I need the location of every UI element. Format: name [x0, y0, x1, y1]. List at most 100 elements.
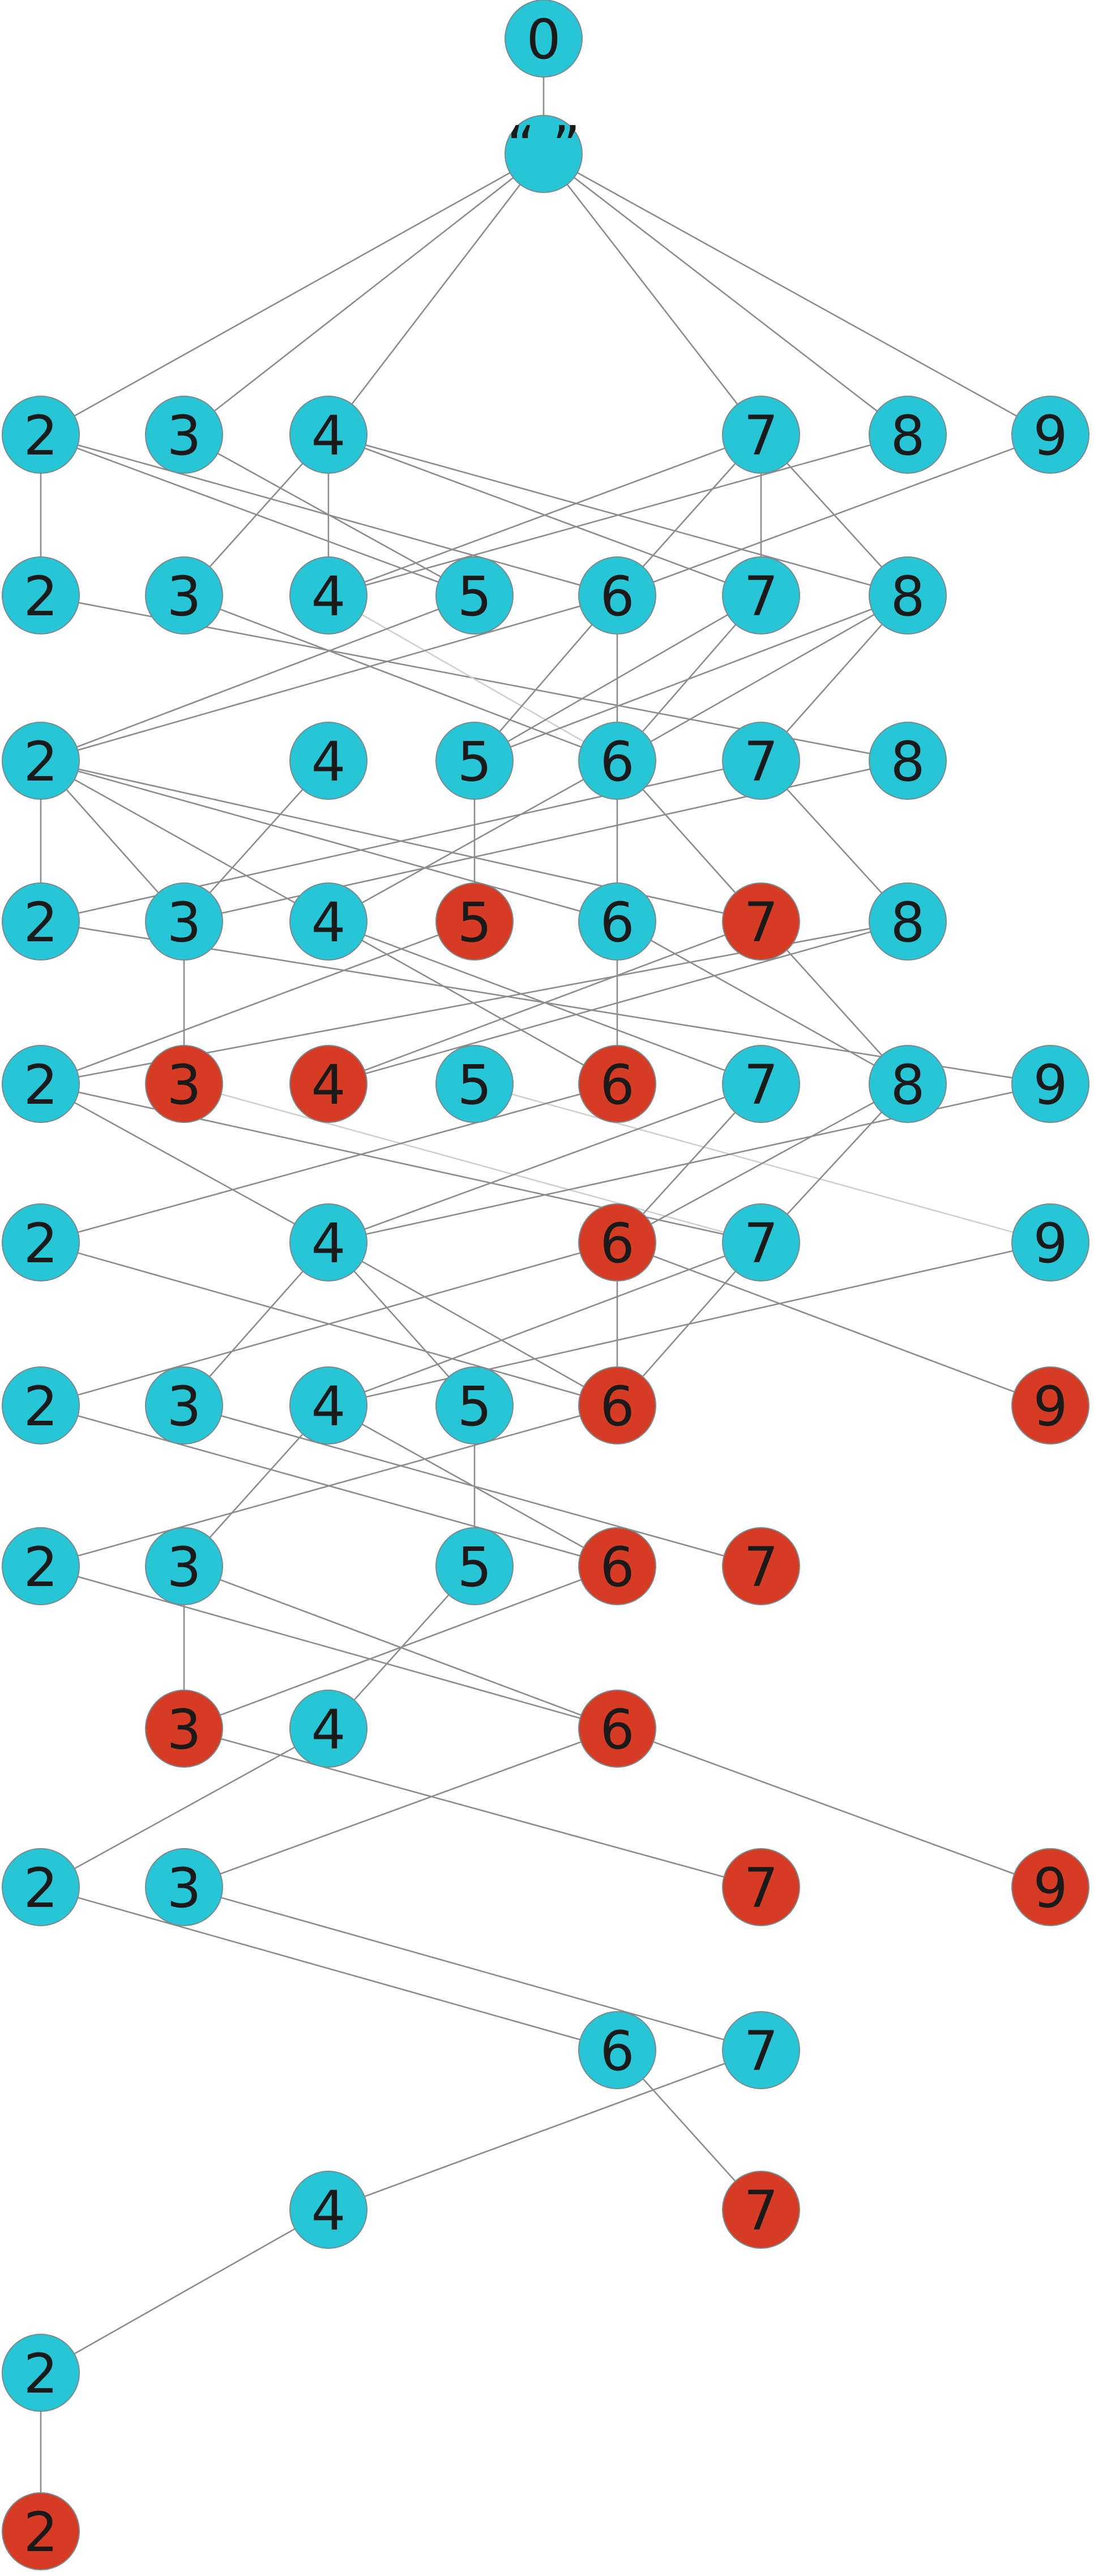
- node-a4: 4: [289, 396, 367, 474]
- node-circle: [722, 1203, 800, 1281]
- node-label: 3: [166, 404, 201, 468]
- node-circle: [145, 1527, 223, 1605]
- node-circle: [722, 2011, 800, 2089]
- node-label: 4: [311, 1212, 345, 1275]
- edge-q-a4: [327, 153, 545, 435]
- node-circle: [578, 882, 656, 961]
- node-label: 7: [743, 2179, 778, 2243]
- edge-c6-d4: [328, 760, 618, 923]
- node-circle: [289, 1045, 367, 1123]
- edge-a7-b4: [328, 434, 762, 597]
- node-e9: 9: [1011, 1045, 1089, 1123]
- node-circle: [578, 1366, 656, 1445]
- node-i3: 3: [145, 1690, 223, 1768]
- node-circle: [145, 1045, 223, 1123]
- node-circle: [869, 396, 947, 474]
- node-label: 4: [311, 891, 345, 954]
- node-circle: [869, 882, 947, 961]
- node-a9: 9: [1011, 396, 1089, 474]
- node-label: 9: [1033, 1212, 1067, 1275]
- node-c2: 2: [2, 722, 80, 800]
- node-label: 4: [311, 730, 345, 794]
- node-label: 9: [1033, 1375, 1067, 1438]
- edge-i6-j3: [183, 1728, 618, 1888]
- node-circle: [1011, 1203, 1089, 1281]
- node-h5: 5: [435, 1527, 514, 1605]
- node-circle: [435, 882, 514, 961]
- node-label: 6: [600, 1375, 634, 1438]
- node-circle: [435, 1527, 514, 1605]
- node-circle: [578, 2011, 656, 2089]
- node-label: 4: [311, 404, 345, 468]
- edge-b7-c5: [474, 594, 762, 762]
- node-root: 0: [505, 0, 583, 78]
- node-label: 6: [600, 1053, 634, 1117]
- node-circle: [289, 396, 367, 474]
- node-d3: 3: [145, 882, 223, 961]
- node-circle: [578, 1527, 656, 1605]
- edge-d5-e2: [40, 920, 475, 1085]
- node-label: 3: [166, 1375, 201, 1438]
- edge-j2-k6: [40, 1886, 618, 2051]
- node-circle: [578, 556, 656, 635]
- edge-b5-c2: [40, 594, 475, 762]
- node-label: 6: [600, 1212, 634, 1275]
- edge-q-a2: [40, 153, 544, 436]
- node-label: 7: [743, 404, 778, 468]
- node-d6: 6: [578, 882, 656, 961]
- node-circle: [2, 1203, 80, 1281]
- node-k6: 6: [578, 2011, 656, 2089]
- node-circle: [578, 1203, 656, 1281]
- node-d8: 8: [869, 882, 947, 961]
- node-circle: [722, 396, 800, 474]
- node-circle: [289, 556, 367, 635]
- node-label: 3: [166, 1857, 201, 1920]
- node-j7: 7: [722, 1848, 800, 1926]
- node-label: 4: [311, 1053, 345, 1117]
- node-d5: 5: [435, 882, 514, 961]
- node-label: 5: [457, 1053, 492, 1117]
- node-label: 8: [890, 891, 925, 954]
- node-label: 7: [743, 730, 778, 794]
- edge-d6-e8: [617, 920, 908, 1085]
- edge-b6-c2: [40, 594, 618, 762]
- node-label: 3: [166, 1698, 201, 1761]
- node-label: 0: [526, 8, 561, 71]
- edge-b8-c5: [474, 594, 908, 762]
- node-label: 4: [311, 565, 345, 628]
- node-a3: 3: [145, 396, 223, 474]
- node-g4: 4: [289, 1366, 367, 1445]
- node-circle: [722, 2171, 800, 2249]
- node-label: 5: [457, 1375, 492, 1438]
- node-h6: 6: [578, 1527, 656, 1605]
- edge-d7-e4: [328, 920, 762, 1085]
- node-circle: [289, 1690, 367, 1768]
- node-label: 3: [166, 1536, 201, 1599]
- edge-g4-h6: [328, 1404, 618, 1567]
- node-label: 2: [23, 2342, 58, 2406]
- node-b6: 6: [578, 556, 656, 635]
- node-label: 8: [890, 565, 925, 628]
- node-a2: 2: [2, 396, 80, 474]
- node-label: 6: [600, 565, 634, 628]
- node-j9: 9: [1011, 1848, 1089, 1926]
- node-circle: [722, 1045, 800, 1123]
- edge-e2-f4: [40, 1083, 329, 1244]
- node-label: 4: [311, 1375, 345, 1438]
- node-label: 8: [890, 404, 925, 468]
- node-g3: 3: [145, 1366, 223, 1445]
- node-g9: 9: [1011, 1366, 1089, 1445]
- node-a7: 7: [722, 396, 800, 474]
- node-l4: 4: [289, 2171, 367, 2249]
- node-circle: [869, 1045, 947, 1123]
- node-label: 7: [743, 1053, 778, 1117]
- edge-q-a9: [543, 153, 1051, 436]
- node-l7: 7: [722, 2171, 800, 2249]
- node-circle: [145, 396, 223, 474]
- node-circle: [289, 2171, 367, 2249]
- node-circle: [145, 882, 223, 961]
- node-circle: [145, 1690, 223, 1768]
- node-label: 6: [600, 730, 634, 794]
